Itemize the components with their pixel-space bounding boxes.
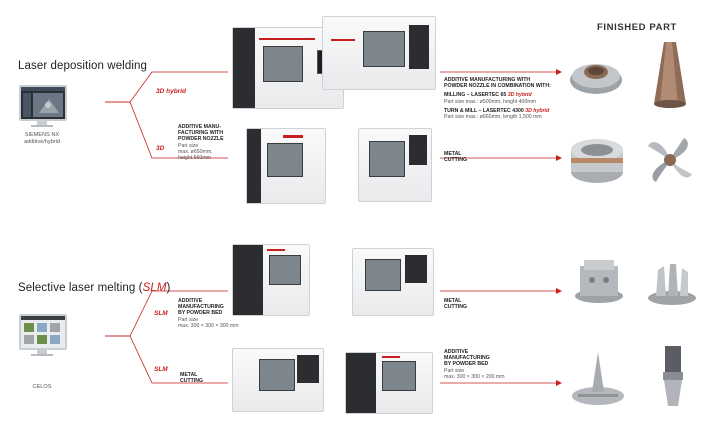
part-slm-hollow-block bbox=[572, 256, 626, 306]
desc-3d-hybrid: ADDITIVE MANUFACTURING WITH POWDER NOZZL… bbox=[444, 77, 564, 120]
arrow-head-3d-hybrid bbox=[556, 69, 562, 75]
monitor-screen bbox=[19, 314, 67, 350]
branch-line-slm-b bbox=[105, 336, 228, 383]
branch-line-3d-hybrid bbox=[105, 72, 228, 102]
part-slm-nozzle bbox=[568, 348, 628, 408]
slm-title-tag: SLM bbox=[143, 282, 167, 294]
machine-milling-slm-b bbox=[232, 348, 324, 412]
slm-title-suffix: ) bbox=[167, 282, 171, 294]
desc-head2: POWDER NOZZLE IN COMBINATION WITH: bbox=[444, 83, 564, 89]
machine-milling-3d bbox=[358, 128, 432, 202]
desc-milling-size: Part size max.: ø500mm, height 400mm bbox=[444, 99, 564, 105]
desc-size-line: height 560mm bbox=[178, 155, 238, 161]
slm-title-prefix: Selective laser melting ( bbox=[18, 282, 143, 294]
section-title-laser-deposition: Laser deposition welding bbox=[18, 60, 147, 72]
desc-size-line: max. 300 × 300 × 300 mm bbox=[178, 323, 258, 329]
desc-line: CUTTING bbox=[180, 378, 203, 384]
software-caption-siemens: SIEMENS NX additive/hybrid bbox=[10, 132, 74, 146]
desc-metal-cutting-slm-b: METAL CUTTING bbox=[180, 372, 203, 384]
machine-lasertec-slm-b bbox=[345, 352, 433, 414]
arrow-head-slm-a bbox=[556, 288, 562, 294]
tag-slm-b: SLM bbox=[154, 366, 168, 373]
finished-part-heading: FINISHED PART bbox=[597, 22, 677, 33]
cad-screen-icon bbox=[21, 87, 65, 119]
part-slm-tool-holder bbox=[656, 342, 690, 410]
software-caption-celos: CELOS bbox=[10, 384, 74, 391]
software-subtitle: additive/hybrid bbox=[10, 139, 74, 146]
monitor-celos bbox=[19, 314, 65, 358]
monitor-screen bbox=[19, 85, 67, 121]
software-name: SIEMENS NX bbox=[10, 132, 74, 139]
machine-lasertec-3d bbox=[246, 128, 326, 204]
desc-turnmill-size: Part size max.: ø660mm, length 1,500 mm bbox=[444, 114, 564, 120]
desc-milling-tag: 3D hybrid bbox=[508, 92, 532, 98]
tag-3d: 3D bbox=[156, 145, 164, 152]
part-hybrid-bracket bbox=[566, 46, 626, 100]
celos-screen-icon bbox=[21, 316, 65, 348]
machine-milling-slm-a bbox=[352, 248, 434, 316]
part-3d-impeller bbox=[644, 132, 696, 188]
tag-3d-hybrid: 3D hybrid bbox=[156, 88, 186, 95]
arrow-head-slm-b bbox=[556, 380, 562, 386]
section-title-slm: Selective laser melting (SLM) bbox=[18, 282, 170, 294]
desc-line: CUTTING bbox=[444, 304, 467, 310]
desc-slm-a: ADDITIVE MANUFACTURING BY POWDER BED Par… bbox=[178, 298, 258, 329]
monitor-siemens-nx bbox=[19, 85, 65, 129]
desc-milling: MILLING – LASERTEC 65 bbox=[444, 92, 508, 98]
part-slm-lattice bbox=[646, 260, 698, 308]
arrow-head-3d bbox=[556, 155, 562, 161]
desc-turnmill: TURN & MILL – LASERTEC 4300 bbox=[444, 108, 525, 114]
desc-turnmill-tag: 3D hybrid bbox=[525, 108, 549, 114]
desc-3d: ADDITIVE MANU- FACTURING WITH POWDER NOZ… bbox=[178, 124, 238, 161]
desc-size-line: max. 300 × 300 × 200 mm bbox=[444, 374, 524, 380]
desc-metal-cutting-3d: METAL CUTTING bbox=[444, 151, 467, 163]
desc-line: CUTTING bbox=[444, 157, 467, 163]
part-3d-ring bbox=[568, 134, 626, 186]
desc-metal-cutting-slm-a: METAL CUTTING bbox=[444, 298, 467, 310]
desc-slm-b: ADDITIVE MANUFACTURING BY POWDER BED Par… bbox=[444, 349, 524, 380]
tag-slm-a: SLM bbox=[154, 310, 168, 317]
part-hybrid-cone bbox=[650, 38, 690, 110]
machine-lasertec-4300-hybrid bbox=[322, 16, 436, 90]
